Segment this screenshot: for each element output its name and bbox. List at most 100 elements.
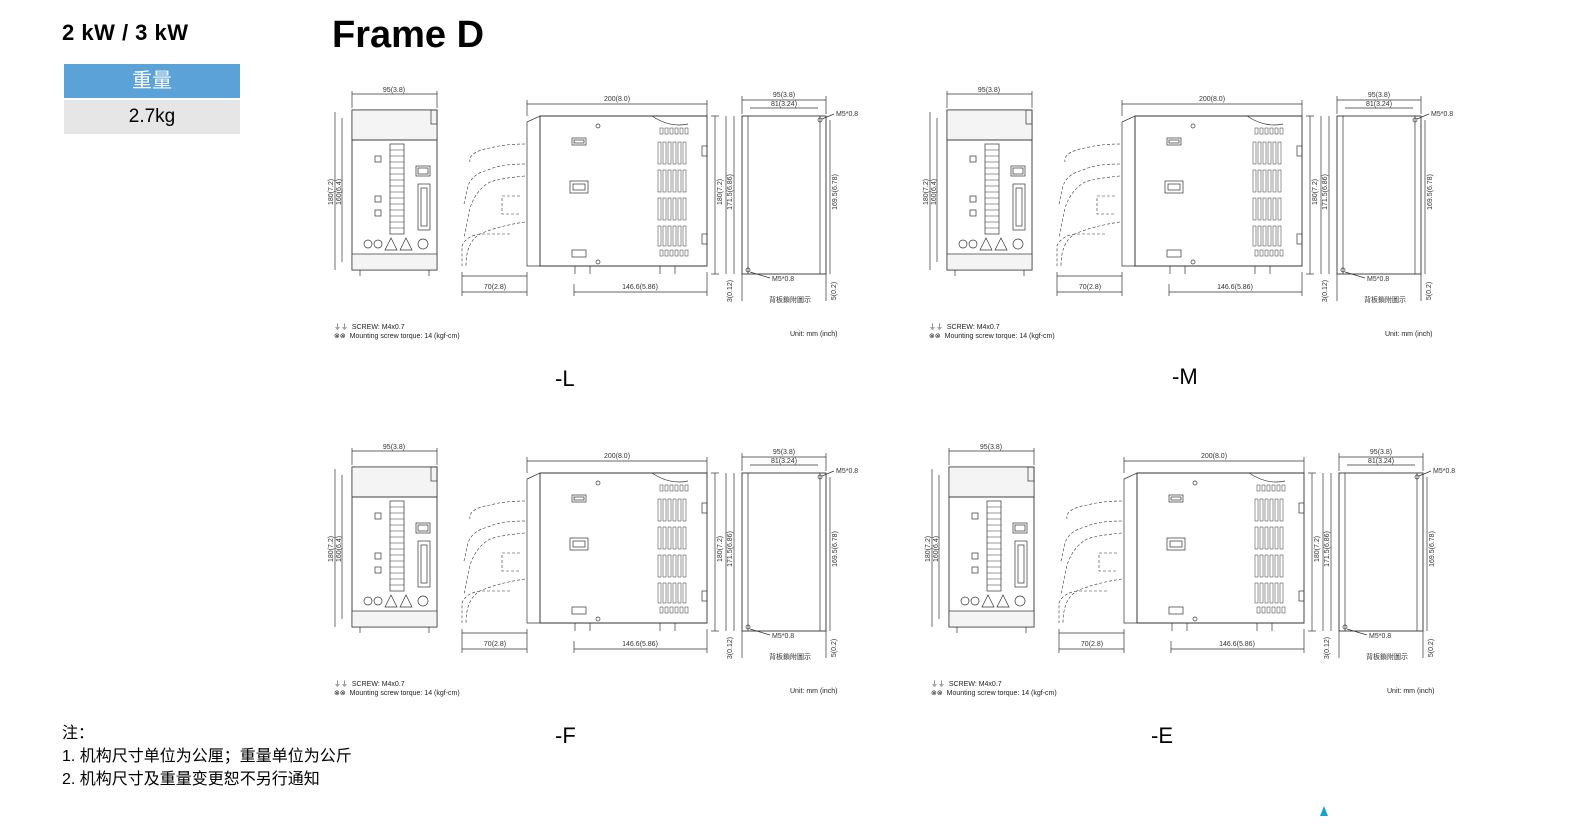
offset-right: 5(0.2) bbox=[831, 639, 838, 657]
screw-note: ⏚⏚ SCREW: M4x0.7 ⊗⊗ Mounting screw torqu… bbox=[334, 323, 460, 341]
offset-left: 3(0.12) bbox=[727, 637, 734, 659]
dim-height-inner: 160(6.4) bbox=[933, 536, 940, 562]
unit-label: Unit: mm (inch) bbox=[790, 331, 838, 338]
note-item-1: 1. 机构尺寸单位为公厘；重量单位为公斤 bbox=[62, 748, 352, 765]
screw-label: SCREW: M4x0.7 bbox=[351, 324, 405, 331]
mount-note: 背板鎖附圖示 bbox=[1364, 295, 1406, 304]
dim-bottom-mid: 146.6(5.86) bbox=[1219, 641, 1255, 648]
dim-side-inner: 81(3.24) bbox=[771, 101, 797, 108]
offset-left: 3(0.12) bbox=[1324, 637, 1331, 659]
back-view bbox=[725, 96, 835, 301]
mount-note: 背板鎖附圖示 bbox=[769, 295, 811, 304]
screw-head-icon: ⊗⊗ bbox=[334, 333, 346, 340]
weight-header: 重量 bbox=[64, 64, 240, 98]
offset-right: 5(0.2) bbox=[1428, 639, 1435, 657]
dim-side-h-small: 180(7.2) bbox=[1314, 536, 1321, 562]
dim-height-outer: 180(7.2) bbox=[328, 179, 335, 205]
dim-side-inner: 81(3.24) bbox=[1368, 458, 1394, 465]
dim-side-h-small: 180(7.2) bbox=[717, 179, 724, 205]
weight-table: 重量 2.7kg bbox=[64, 64, 240, 134]
variant-label-m: -M bbox=[1172, 364, 1198, 389]
screw-bottom-label: M5*0.8 bbox=[772, 276, 794, 283]
dim-side-h1: 171.5(6.86) bbox=[1324, 531, 1331, 567]
screw-note: ⏚⏚ SCREW: M4x0.7 ⊗⊗ Mounting screw torqu… bbox=[334, 680, 460, 698]
dim-height-inner: 160(6.4) bbox=[336, 179, 343, 205]
ground-icon: ⏚⏚ bbox=[931, 681, 945, 688]
back-view bbox=[725, 453, 835, 658]
dim-bottom-left: 70(2.8) bbox=[484, 641, 506, 648]
drawing-svg bbox=[929, 91, 1430, 301]
front-view bbox=[929, 91, 1033, 276]
torque-label: Mounting screw torque: 14 (kgf-cm) bbox=[349, 333, 460, 340]
dim-side-inner: 81(3.24) bbox=[1366, 101, 1392, 108]
offset-left: 3(0.12) bbox=[1322, 280, 1329, 302]
dimension-drawing-f: 95(3.8) 200(8.0) 95(3.8) 81(3.24) 180(7.… bbox=[328, 443, 930, 705]
drawing-svg bbox=[334, 448, 835, 658]
dim-side-h1: 171.5(6.86) bbox=[727, 174, 734, 210]
screw-top-label: M5*0.8 bbox=[1431, 111, 1453, 118]
dimension-drawing-e: 95(3.8) 200(8.0) 95(3.8) 81(3.24) 180(7.… bbox=[925, 443, 1527, 705]
screw-bottom-label: M5*0.8 bbox=[772, 633, 794, 640]
unit-label: Unit: mm (inch) bbox=[790, 688, 838, 695]
screw-bottom-label: M5*0.8 bbox=[1367, 276, 1389, 283]
dim-side-h2: 169.5(6.78) bbox=[832, 531, 839, 567]
variant-label-f: -F bbox=[555, 723, 576, 748]
dim-side-h1: 171.5(6.86) bbox=[1322, 174, 1329, 210]
drawing-svg bbox=[334, 91, 835, 301]
dim-depth: 200(8.0) bbox=[604, 453, 630, 460]
dim-height-outer: 180(7.2) bbox=[328, 536, 335, 562]
offset-right: 5(0.2) bbox=[1426, 282, 1433, 300]
dim-side-outer: 95(3.8) bbox=[1370, 449, 1392, 456]
front-view bbox=[334, 448, 438, 633]
screw-head-icon: ⊗⊗ bbox=[334, 690, 346, 697]
side-view bbox=[461, 457, 719, 653]
variant-label-e: -E bbox=[1151, 723, 1173, 748]
brand-logo-fragment bbox=[1314, 804, 1334, 829]
back-view bbox=[1320, 96, 1430, 301]
screw-top-label: M5*0.8 bbox=[836, 468, 858, 475]
torque-label: Mounting screw torque: 14 (kgf-cm) bbox=[946, 690, 1057, 697]
dim-side-outer: 95(3.8) bbox=[1368, 92, 1390, 99]
dim-height-inner: 160(6.4) bbox=[931, 179, 938, 205]
dim-bottom-left: 70(2.8) bbox=[484, 284, 506, 291]
dim-bottom-mid: 146.6(5.86) bbox=[622, 641, 658, 648]
dimension-drawing-l: 95(3.8) 200(8.0) 95(3.8) 81(3.24) 180(7.… bbox=[328, 86, 930, 348]
dim-width: 95(3.8) bbox=[383, 444, 405, 451]
dim-depth: 200(8.0) bbox=[604, 96, 630, 103]
screw-top-label: M5*0.8 bbox=[1433, 468, 1455, 475]
dim-side-h2: 169.5(6.78) bbox=[1429, 531, 1436, 567]
dim-bottom-left: 70(2.8) bbox=[1081, 641, 1103, 648]
dimension-labels: 95(3.8) 200(8.0) 95(3.8) 81(3.24) 180(7.… bbox=[328, 444, 858, 661]
dim-width: 95(3.8) bbox=[978, 87, 1000, 94]
front-view bbox=[334, 91, 438, 276]
frame-title: Frame D bbox=[332, 14, 485, 56]
dim-width: 95(3.8) bbox=[383, 87, 405, 94]
dimension-labels: 95(3.8) 200(8.0) 95(3.8) 81(3.24) 180(7.… bbox=[925, 444, 1455, 661]
dim-side-outer: 95(3.8) bbox=[773, 449, 795, 456]
screw-bottom-label: M5*0.8 bbox=[1369, 633, 1391, 640]
weight-value: 2.7kg bbox=[64, 100, 240, 134]
notes: 注： 1. 机构尺寸单位为公厘；重量单位为公斤 2. 机构尺寸及重量变更恕不另行… bbox=[62, 722, 352, 791]
dim-depth: 200(8.0) bbox=[1201, 453, 1227, 460]
screw-label: SCREW: M4x0.7 bbox=[351, 681, 405, 688]
torque-label: Mounting screw torque: 14 (kgf-cm) bbox=[349, 690, 460, 697]
dim-bottom-left: 70(2.8) bbox=[1079, 284, 1101, 291]
back-view bbox=[1322, 453, 1432, 658]
screw-note: ⏚⏚ SCREW: M4x0.7 ⊗⊗ Mounting screw torqu… bbox=[931, 680, 1057, 698]
screw-label: SCREW: M4x0.7 bbox=[946, 324, 1000, 331]
dimension-labels: 95(3.8) 200(8.0) 95(3.8) 81(3.24) 180(7.… bbox=[328, 87, 858, 304]
mount-note: 背板鎖附圖示 bbox=[1366, 652, 1408, 661]
drawing-svg bbox=[931, 448, 1432, 658]
triangle-logo-icon bbox=[1320, 806, 1328, 816]
offset-left: 3(0.12) bbox=[727, 280, 734, 302]
mount-note: 背板鎖附圖示 bbox=[769, 652, 811, 661]
dimension-drawing-m: 95(3.8) 200(8.0) 95(3.8) 81(3.24) 180(7.… bbox=[923, 86, 1525, 348]
dim-side-h2: 169.5(6.78) bbox=[832, 174, 839, 210]
dim-side-inner: 81(3.24) bbox=[771, 458, 797, 465]
dim-side-h-small: 180(7.2) bbox=[717, 536, 724, 562]
dim-side-h1: 171.5(6.86) bbox=[727, 531, 734, 567]
screw-top-label: M5*0.8 bbox=[836, 111, 858, 118]
dim-side-h2: 169.5(6.78) bbox=[1427, 174, 1434, 210]
side-view bbox=[1056, 100, 1314, 296]
dim-side-h-small: 180(7.2) bbox=[1312, 179, 1319, 205]
